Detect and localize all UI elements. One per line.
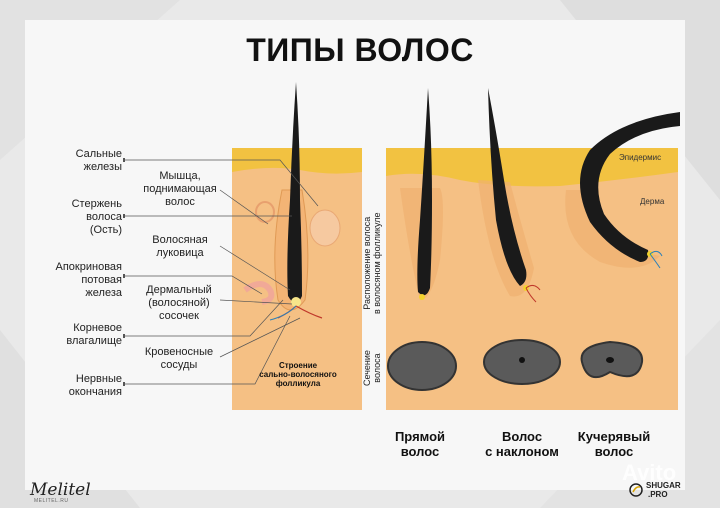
brand-line2: .PRO (648, 490, 668, 499)
brand-logo-mark (629, 483, 643, 497)
melitel-logo-sub: MELITEL.RU (34, 498, 69, 504)
label-epidermis: Эпидермис (619, 153, 662, 162)
watermark: Avito (622, 460, 677, 485)
hair-types-panel (386, 88, 680, 410)
follicle-panel (123, 82, 362, 410)
label-papilla: Дермальный(волосяной)сосочек (146, 284, 212, 322)
melitel-logo: Melitel (30, 480, 91, 500)
label-dermis: Дерма (640, 197, 665, 206)
page-title: ТИПЫ ВОЛОС (246, 32, 474, 68)
brand-line1: SHUGAR (646, 481, 681, 490)
